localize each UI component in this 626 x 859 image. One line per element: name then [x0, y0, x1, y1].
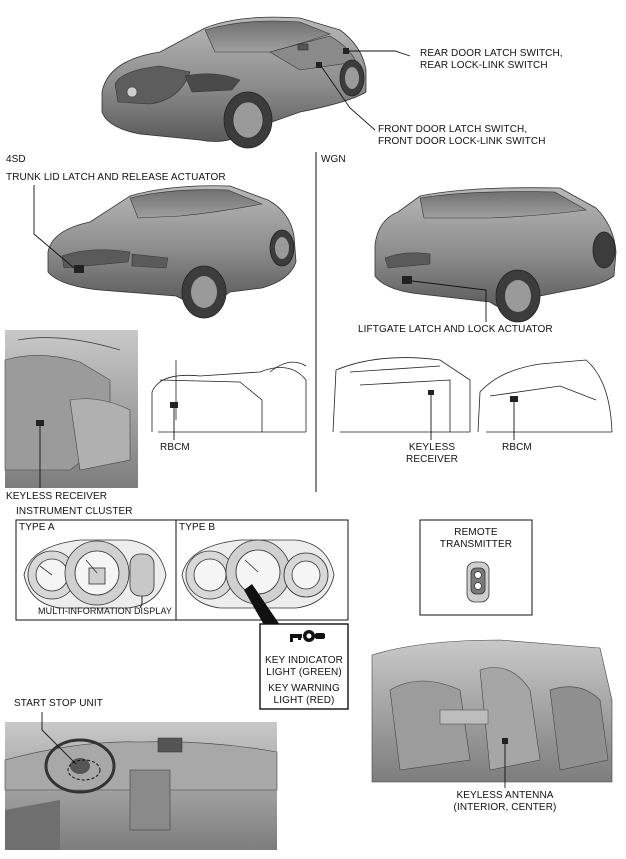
wagon-rear-illustration: [374, 187, 617, 323]
label-remote-2: TRANSMITTER: [439, 539, 513, 550]
label-variant-wgn: WGN: [321, 154, 346, 165]
cluster-type-a-illustration: [23, 539, 167, 609]
remote-key-fob-illustration: [466, 561, 490, 603]
label-rear-door-2: REAR LOCK-LINK SWITCH: [420, 60, 548, 71]
label-keyless-antenna-1: KEYLESS ANTENNA: [456, 790, 554, 801]
label-multi-info-display: MULTI-INFORMATION DISPLAY: [38, 606, 173, 616]
label-variant-4sd: 4SD: [6, 154, 26, 165]
sedan-front-illustration: [101, 16, 367, 149]
label-key-indicator-1: KEY INDICATOR: [265, 655, 343, 666]
leader-trunk-lid: [33, 185, 75, 269]
label-trunk-lid-actuator: TRUNK LID LATCH AND RELEASE ACTUATOR: [6, 172, 226, 183]
start-stop-unit-dashed-circle: [67, 759, 101, 781]
cluster-type-b-illustration: [181, 539, 335, 609]
dashboard-interior-illustration: [4, 722, 278, 850]
label-keyless-antenna-2: (INTERIOR, CENTER): [453, 802, 557, 813]
label-liftgate-actuator: LIFTGATE LATCH AND LOCK ACTUATOR: [358, 324, 553, 335]
label-keyless-receiver-right-2: RECEIVER: [406, 454, 458, 465]
leader-multi-info-display: [139, 596, 143, 609]
label-front-door-1: FRONT DOOR LATCH SWITCH,: [378, 124, 528, 135]
label-key-indicator-2: LIGHT (GREEN): [266, 667, 342, 678]
sedan-trunk-line-drawing: [151, 360, 307, 433]
label-instrument-cluster: INSTRUMENT CLUSTER: [16, 506, 133, 517]
leader-start-stop-unit: [41, 712, 77, 765]
wagon-cargo-left-line-drawing: [332, 357, 471, 433]
sedan-rear-illustration: [47, 185, 297, 319]
leader-lines-top: [320, 50, 411, 131]
cabin-interior-illustration: [371, 639, 613, 783]
instrument-cluster-frame: [15, 519, 349, 621]
label-remote-1: REMOTE: [454, 527, 498, 538]
label-rear-door-1: REAR DOOR LATCH SWITCH,: [420, 48, 563, 59]
label-key-warning-1: KEY WARNING: [268, 683, 340, 694]
label-keyless-receiver-left: KEYLESS RECEIVER: [6, 491, 108, 502]
rear-seat-interior-illustration: [4, 330, 138, 488]
label-keyless-receiver-right-1: KEYLESS: [408, 442, 456, 453]
key-indicator-icon: [290, 630, 325, 642]
label-type-b: TYPE B: [179, 522, 216, 533]
leader-liftgate: [411, 280, 487, 322]
label-type-a: TYPE A: [19, 522, 55, 533]
label-rbcm-right: RBCM: [502, 442, 532, 453]
wagon-cargo-right-line-drawing: [477, 359, 613, 433]
label-key-warning-2: LIGHT (RED): [273, 695, 335, 706]
label-start-stop-unit: START STOP UNIT: [14, 698, 103, 709]
key-indicator-pointer: [244, 584, 282, 632]
label-rbcm-left: RBCM: [160, 442, 190, 453]
label-front-door-2: FRONT DOOR LOCK-LINK SWITCH: [378, 136, 546, 147]
